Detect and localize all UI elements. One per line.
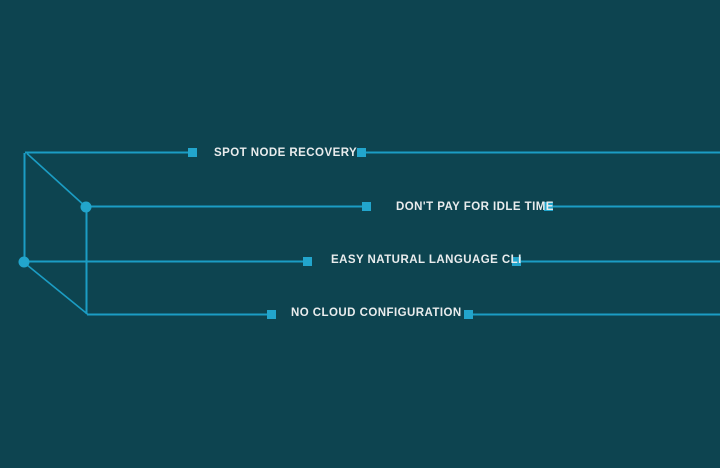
- callout-label-dont-pay-for-idle-time: DON'T PAY FOR IDLE TIME: [396, 201, 554, 213]
- mid-hub-node-circle: [80, 201, 92, 213]
- marker-square-row-4-left: [267, 310, 276, 319]
- marker-square-row-1-right: [357, 148, 366, 157]
- left-hub-node-circle: [18, 256, 30, 268]
- callout-label-spot-node-recovery: SPOT NODE RECOVERY: [214, 147, 358, 159]
- marker-square-row-4-right: [464, 310, 473, 319]
- callout-label-easy-natural-language-cli: EASY NATURAL LANGUAGE CLI: [331, 254, 522, 266]
- marker-square-row-2-right: [544, 202, 553, 211]
- marker-square-row-3-left: [303, 257, 312, 266]
- bottom-diagonal-edge: [23, 261, 89, 316]
- top-diagonal-edge: [26, 152, 87, 208]
- marker-square-row-1-left: [188, 148, 197, 157]
- marker-square-row-2-left: [362, 202, 371, 211]
- callout-label-no-cloud-configuration: NO CLOUD CONFIGURATION: [291, 307, 462, 319]
- marker-square-row-3-right: [512, 257, 521, 266]
